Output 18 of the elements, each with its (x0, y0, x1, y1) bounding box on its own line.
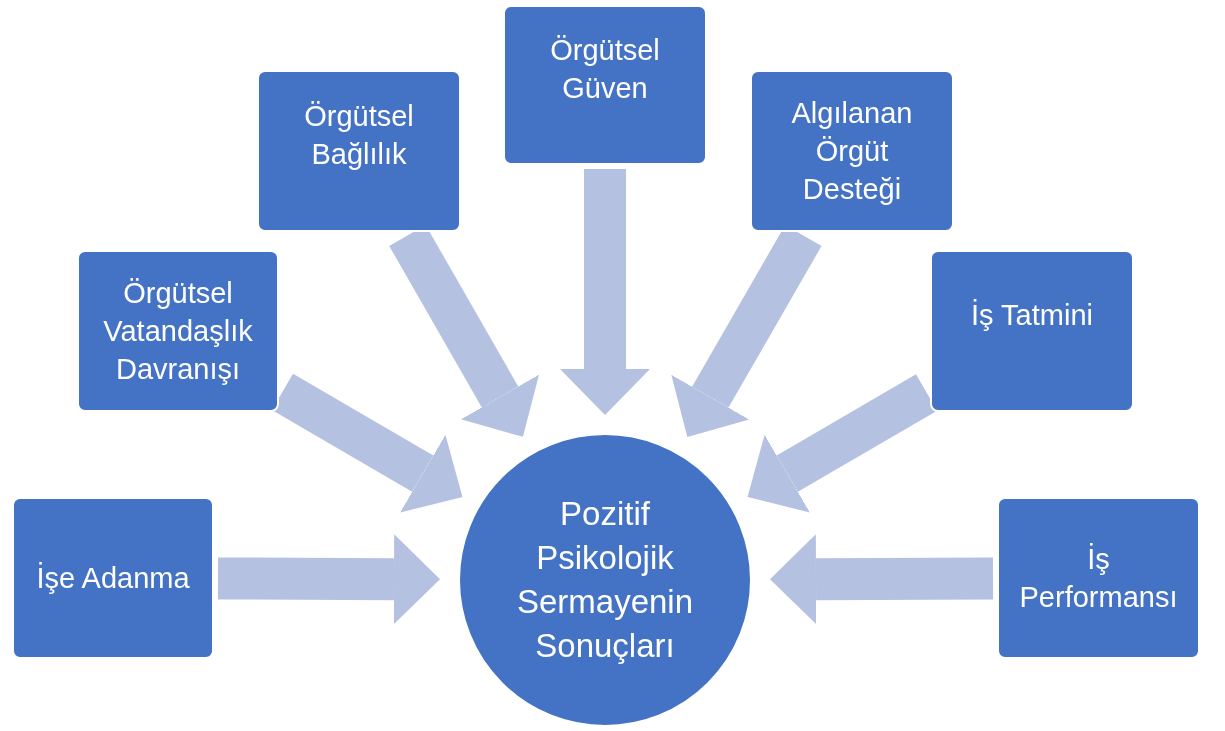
node-label: İş Performansı (1018, 542, 1179, 615)
concept-box (503, 5, 707, 165)
node-label: Algılanan Örgüt Desteği (790, 96, 914, 207)
concept-box (12, 497, 214, 659)
block-arrow (770, 534, 994, 625)
node-label: İş Tatmini (971, 298, 1093, 333)
block-arrow (217, 534, 440, 625)
node-label: Örgütsel Bağlılık (303, 99, 415, 172)
concept-box (257, 70, 461, 232)
concept-box (930, 250, 1134, 412)
concept-box (997, 497, 1200, 659)
node-label: İşe Adanma (36, 561, 190, 596)
concept-box (750, 70, 954, 232)
node-label: Pozitif Psikolojik Sermayenin Sonuçları (515, 494, 695, 666)
block-arrow (560, 169, 650, 415)
node-label: Örgütsel Vatandaşlık Davranışı (102, 276, 254, 387)
concept-box (77, 250, 279, 412)
node-label: Örgütsel Güven (549, 33, 661, 106)
